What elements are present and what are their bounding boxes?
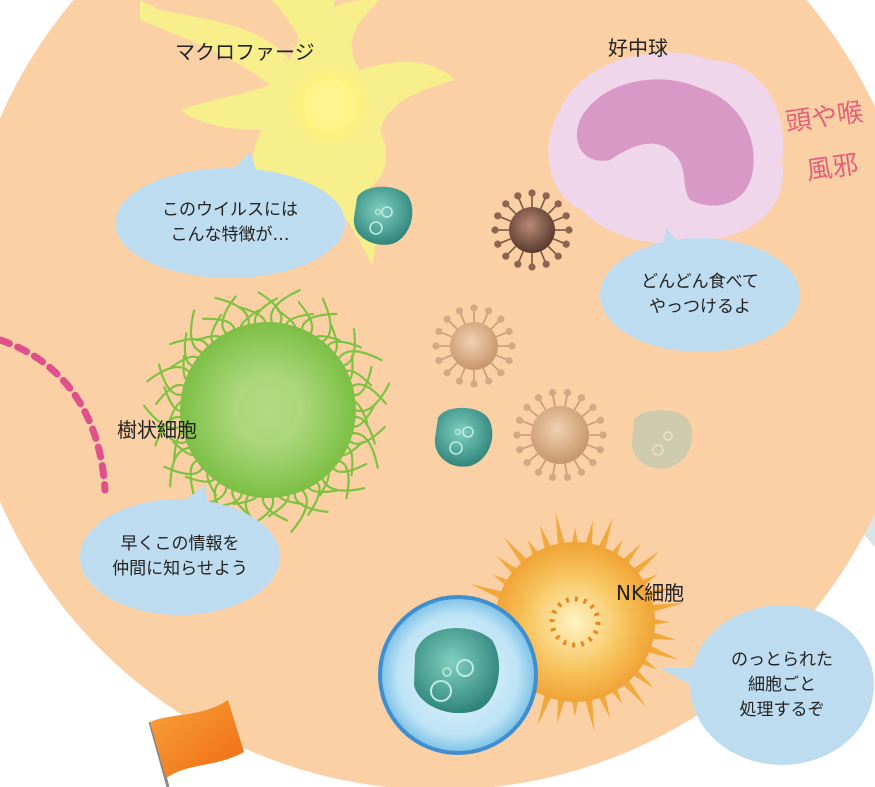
bubble-text-neutrophil: どんどん食べて やっつけるよ — [610, 270, 790, 320]
label-dendritic-cell: 樹状細胞 — [117, 414, 197, 443]
label-neutrophil: 好中球 — [608, 32, 668, 61]
bubble-line: 処理するぞ — [712, 698, 852, 723]
bubble-line: 仲間に知らせよう — [90, 557, 270, 582]
bubble-text-macrophage: このウイルスには こんな特徴が… — [130, 198, 330, 248]
infected-cell-large — [380, 597, 536, 753]
bubble-line: このウイルスには — [130, 198, 330, 223]
bubble-text-nk: のっとられた 細胞ごと 処理するぞ — [712, 648, 852, 723]
flag-icon — [150, 700, 244, 787]
bubble-line: のっとられた — [712, 648, 852, 673]
bubble-text-dendritic: 早くこの情報を 仲間に知らせよう — [90, 532, 270, 582]
bubble-line: 早くこの情報を — [90, 532, 270, 557]
bubble-line: 細胞ごと — [712, 673, 852, 698]
virus-dark — [491, 189, 572, 270]
bubble-line: やっつけるよ — [610, 295, 790, 320]
label-macrophage: マクロファージ — [175, 36, 315, 65]
virus-light-1 — [432, 304, 515, 387]
infected-cell-small-1 — [354, 187, 412, 245]
bubble-line: こんな特徴が… — [130, 223, 330, 248]
bubble-line: どんどん食べて — [610, 270, 790, 295]
label-nk-cell: NK細胞 — [616, 577, 684, 606]
